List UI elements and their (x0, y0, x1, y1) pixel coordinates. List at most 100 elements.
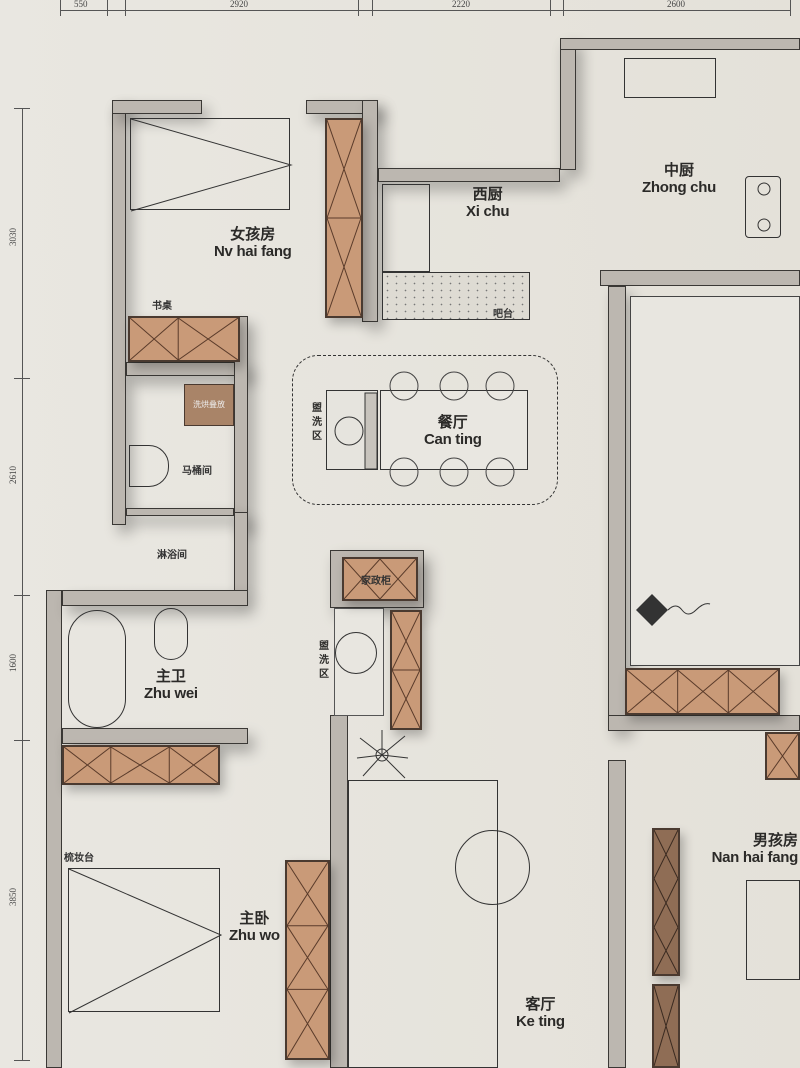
master-bed (68, 868, 223, 1014)
room-name-cn: 男孩房 (752, 831, 798, 849)
wash-area-cabinet (390, 610, 422, 730)
bathtub-icon (68, 610, 126, 728)
dimension-line (60, 10, 790, 11)
master-toilet-icon (154, 608, 188, 660)
inner-room-cabinet (625, 668, 780, 715)
wall (126, 508, 234, 516)
plant-icon (356, 730, 409, 779)
room-name-pinyin: Zhong chu (642, 179, 716, 197)
dimension-label: 1600 (8, 654, 18, 672)
dimension-tick (60, 0, 61, 16)
dimension-tick (125, 0, 126, 16)
boy-room-bed (746, 880, 800, 980)
room-name-cn: 餐厅 (437, 413, 468, 431)
stove-icon (745, 176, 781, 238)
wall (46, 590, 62, 1068)
room-label-chinese-kitchen: 中厨 Zhong chu (642, 161, 716, 197)
room-name-pinyin: Can ting (424, 431, 482, 449)
washer-dryer: 洗烘叠放 (184, 384, 234, 426)
room-name-pinyin: Zhu wei (144, 685, 198, 703)
room-name-cn: 客厅 (525, 995, 556, 1013)
room-name-cn: 中厨 (663, 161, 694, 179)
girl-room-wardrobe (325, 118, 363, 318)
circulation-path (292, 355, 558, 505)
desk-cabinet (128, 316, 240, 362)
dimension-label: 2600 (667, 0, 685, 9)
wash-basin-icon (335, 632, 377, 674)
housekeeping-cabinet (342, 557, 418, 601)
kitchen-sink (624, 58, 716, 98)
dimension-label: 2920 (230, 0, 248, 9)
coffee-table (455, 830, 530, 905)
room-label-girl-room: 女孩房 Nv hai fang (214, 225, 292, 261)
dining-chairs-icon (389, 371, 515, 487)
dining-table (380, 390, 528, 470)
room-name-pinyin: Xi chu (466, 203, 510, 221)
boy-room-wardrobe-lower (652, 984, 680, 1068)
room-label-master-bath: 主卫 Zhu wei (144, 667, 198, 703)
room-label-dining: 餐厅 Can ting (424, 413, 482, 449)
dimension-tick (14, 740, 30, 741)
room-name-cn: 女孩房 (230, 225, 276, 243)
room-name-cn: 西厨 (472, 185, 503, 203)
wall (330, 715, 348, 1068)
living-sofa (348, 780, 498, 1068)
boy-room-wardrobe (652, 828, 680, 976)
dimension-line (22, 108, 23, 1060)
dimension-tick (107, 0, 108, 16)
label-shower-room: 淋浴间 (157, 550, 187, 561)
wall (62, 590, 248, 606)
dimension-tick (372, 0, 373, 16)
island-sink (326, 390, 378, 470)
room-label-living-room: 客厅 Ke ting (516, 995, 565, 1031)
wall (378, 168, 560, 182)
dimension-tick (14, 595, 30, 596)
dimension-label: 2610 (8, 466, 18, 484)
dimension-tick (550, 0, 551, 16)
room-name-cn: 主卫 (155, 667, 186, 685)
wall (234, 512, 248, 592)
decor-ornament-icon (636, 594, 711, 626)
room-label-master-bedroom: 主卧 Zhu wo (229, 909, 280, 945)
dimension-label: 550 (74, 0, 88, 9)
girl-room-bed (130, 118, 293, 212)
west-kitchen-stairs (382, 184, 430, 272)
master-bath-cabinet (62, 745, 220, 785)
wall (560, 38, 800, 50)
dimension-tick (14, 378, 30, 379)
label-wash-area: 盥洗区 (319, 641, 329, 680)
room-label-boy-room: 男孩房 Nan hai fang (702, 831, 799, 867)
boy-room-top-cabinet (765, 732, 800, 780)
room-name-pinyin: Ke ting (516, 1013, 565, 1031)
wall (62, 728, 248, 744)
label-wash-area: 盥洗区 (312, 403, 322, 442)
dimension-label: 3030 (8, 228, 18, 246)
dimension-tick (14, 108, 30, 109)
bar-counter (382, 272, 530, 320)
wall (608, 286, 626, 730)
wall (112, 100, 202, 114)
dimension-tick (358, 0, 359, 16)
dimension-label: 3850 (8, 888, 18, 906)
room-label-west-kitchen: 西厨 Xi chu (466, 185, 510, 221)
toilet-icon (129, 445, 169, 487)
dimension-tick (563, 0, 564, 16)
room-name-pinyin: Nv hai fang (214, 243, 292, 261)
dimension-tick (14, 1060, 30, 1061)
wall (126, 362, 248, 376)
wall (362, 100, 378, 322)
label-dressing-table: 梳妆台 (64, 853, 94, 864)
master-bedroom-wardrobe (285, 860, 330, 1060)
label-housekeeping-cabinet: 家政柜 (361, 576, 391, 587)
room-name-pinyin: Zhu wo (229, 927, 280, 945)
wall (560, 38, 576, 170)
wall (600, 270, 800, 286)
label-toilet-room: 马桶间 (182, 466, 212, 477)
wall (112, 100, 126, 525)
label-bar: 吧台 (493, 309, 513, 320)
dimension-label: 2220 (452, 0, 470, 9)
label-desk: 书桌 (152, 301, 172, 312)
wall (608, 760, 626, 1068)
dimension-tick (790, 0, 791, 16)
room-name-cn: 主卧 (239, 909, 270, 927)
